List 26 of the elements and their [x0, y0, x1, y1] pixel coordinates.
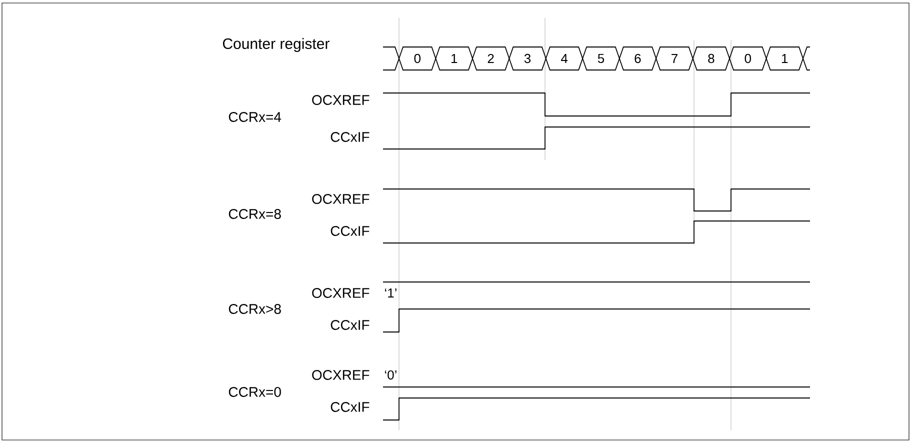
counter-cell: 7 [656, 46, 694, 70]
signal-label: CCxIF [330, 320, 370, 330]
signal-label: CCxIF [330, 132, 370, 142]
counter-cell: 1 [435, 46, 473, 70]
condition-label: CCRx=0 [228, 387, 281, 397]
level-label: ‘0’ [385, 370, 396, 380]
signal-label: OCXREF [312, 194, 370, 204]
level-label: ‘1’ [385, 288, 396, 298]
signal-label: CCxIF [330, 402, 370, 412]
counter-cell: 8 [692, 46, 730, 70]
axis-title: Counter register [222, 38, 330, 52]
condition-label: CCRx=8 [228, 209, 281, 219]
counter-cell: 5 [582, 46, 620, 70]
condition-label: CCRx>8 [228, 304, 281, 314]
counter-cell: 6 [618, 46, 657, 70]
signal-label: CCxIF [330, 226, 370, 236]
counter-cell: 3 [508, 46, 546, 70]
counter-cell: 0 [729, 46, 767, 70]
counter-cell: 2 [472, 46, 510, 70]
signal-label: OCXREF [312, 288, 370, 298]
counter-cell: 4 [545, 46, 584, 70]
condition-label: CCRx=4 [228, 112, 282, 122]
counter-cell: 0 [398, 46, 436, 70]
signal-label: OCXREF [312, 95, 370, 105]
counter-cell: 1 [766, 46, 804, 70]
signal-label: OCXREF [312, 370, 370, 380]
